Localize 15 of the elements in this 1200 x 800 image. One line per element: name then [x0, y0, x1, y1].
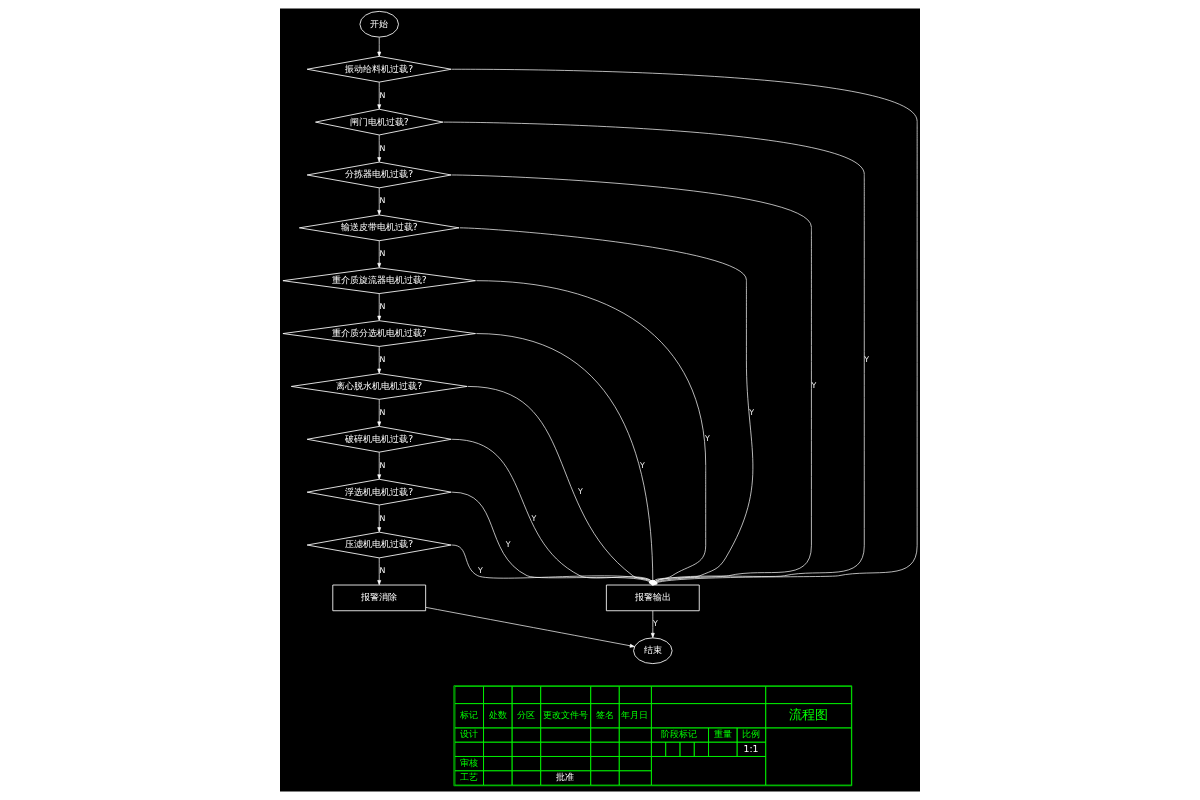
label: 阶段标记: [661, 728, 698, 740]
label: 标记: [459, 709, 478, 721]
label: 分区: [517, 709, 536, 721]
label: 设计: [459, 728, 478, 740]
label: 1:1: [743, 742, 759, 754]
label: 年月日: [621, 709, 649, 721]
label: 签名: [595, 709, 614, 721]
label: 处数: [488, 709, 507, 721]
label: 更改文件号: [542, 709, 588, 721]
label: 比例: [742, 728, 761, 740]
label: 批准: [556, 771, 575, 783]
label: 重量: [713, 728, 732, 740]
label: 工艺: [459, 771, 478, 783]
label: 审核: [459, 757, 478, 769]
label: 流程图: [788, 706, 828, 722]
